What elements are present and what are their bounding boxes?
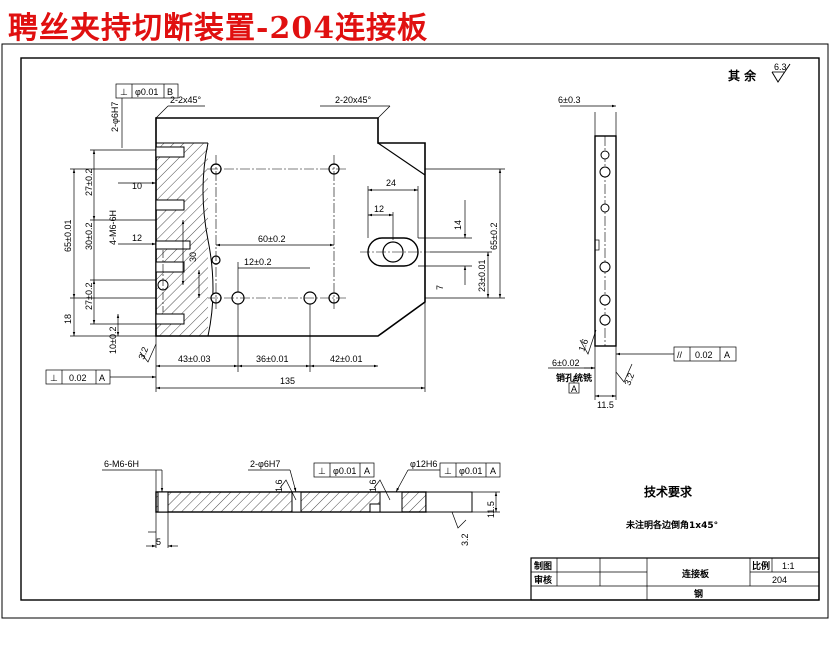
side-datum-note: 销孔统铣 — [556, 372, 592, 384]
side-rough: 3.2 — [622, 372, 636, 387]
tech-heading: 技术要求 — [644, 484, 693, 499]
dim-30: 30 — [188, 252, 198, 262]
front-outline — [155, 117, 426, 337]
bottom-rough-c: 3.2 — [460, 533, 470, 546]
thread-hole-4 — [155, 313, 185, 325]
drawing-title: 聘丝夹持切断装置-204连接板 — [8, 11, 429, 46]
dim-24: 24 — [386, 178, 396, 188]
title-scale-value: 1:1 — [782, 561, 795, 571]
dim-18: 18 — [63, 314, 73, 324]
hole-label-left: 2-φ6H7 — [110, 102, 120, 132]
bottom-tol2-value: φ0.01 — [459, 466, 482, 476]
pin-hole-left — [155, 240, 191, 250]
bottom-tol2-symbol: ⊥ — [444, 466, 452, 476]
title-scale-label: 比例 — [752, 560, 770, 572]
side-dim-6: 6±0.3 — [558, 95, 580, 105]
side-dim-11-5: 11.5 — [597, 400, 614, 410]
tech-note: 未注明各边倒角1x45° — [625, 519, 718, 531]
dim-36: 36±0.01 — [256, 354, 288, 364]
bottom-label-phi6: 2-φ6H7 — [250, 459, 280, 469]
side-datum: A — [571, 384, 577, 394]
bottom-view: 6-M6-6H 2-φ6H7 ⊥ φ0.01 A φ12H6 ⊥ φ0.01 A… — [102, 459, 501, 548]
dim-12-left: 12 — [132, 233, 142, 243]
title-checked-label: 审核 — [534, 574, 552, 586]
roughness-note: 其 余 6.3 — [728, 62, 791, 83]
bottom-rough-a: 1.6 — [274, 479, 284, 492]
dim-65-right: 65±0.2 — [489, 223, 499, 250]
dim-10-bottom: 10±0.2 — [108, 327, 118, 354]
dim-12-hole: 12±0.2 — [244, 257, 271, 267]
dim-7: 7 — [435, 285, 445, 290]
dim-30-left: 30±0.2 — [84, 223, 94, 250]
dim-135: 135 — [280, 376, 295, 386]
tol-top-symbol: ⊥ — [120, 87, 128, 97]
dim-10: 10 — [132, 181, 142, 191]
bottom-label-phi12: φ12H6 — [410, 459, 437, 469]
bottom-hatch — [156, 492, 426, 512]
bottom-tol1-symbol: ⊥ — [318, 466, 326, 476]
side-tol-symbol: // — [677, 350, 683, 360]
dim-42: 42±0.01 — [330, 354, 362, 364]
bottom-dim-11-5: 11.5 — [486, 501, 496, 518]
tol-top-datum: B — [167, 87, 173, 97]
side-tol-datum: A — [724, 350, 730, 360]
roughness-value: 6.3 — [774, 62, 787, 72]
inner-frame — [20, 57, 820, 601]
tol-bottom-value: 0.02 — [69, 373, 87, 383]
thread-hole-1 — [155, 146, 185, 158]
tol-bottom-datum: A — [99, 373, 105, 383]
title-block: 制图 审核 连接板 比例 1:1 204 钢 — [530, 557, 820, 601]
bottom-label-m6: 6-M6-6H — [104, 459, 139, 469]
title-drawn-label: 制图 — [534, 560, 552, 572]
dim-65-left: 65±0.01 — [63, 220, 73, 252]
dim-27-bottom: 27±0.2 — [84, 283, 94, 310]
chamfer-left: 2-2x45° — [170, 95, 202, 105]
dim-12-slot: 12 — [374, 204, 384, 214]
front-hatch — [156, 143, 208, 336]
side-view: 6±0.3 6±0.02 11.5 3.2 1.6 销孔统铣 A // 0.02… — [548, 95, 737, 410]
title-part-name: 连接板 — [682, 568, 710, 580]
title-material: 钢 — [694, 588, 703, 600]
tol-top-value: φ0.01 — [135, 87, 158, 97]
bottom-tol1-datum: A — [364, 466, 370, 476]
chamfer-right: 2-20x45° — [335, 95, 372, 105]
tol-bottom-symbol: ⊥ — [50, 373, 58, 383]
thread-hole-2 — [155, 199, 185, 211]
dim-4m6: 4-M6-6H — [108, 210, 118, 245]
bottom-tol2-datum: A — [490, 466, 496, 476]
side-tol-value: 0.02 — [695, 350, 713, 360]
dim-14: 14 — [453, 220, 463, 230]
side-rough-2: 1.6 — [576, 338, 590, 353]
dim-43: 43±0.03 — [178, 354, 210, 364]
outer-frame — [1, 43, 829, 619]
dim-27-top: 27±0.2 — [84, 169, 94, 196]
bottom-dim-5: 5 — [156, 537, 161, 547]
dim-23: 23±0.01 — [477, 260, 487, 292]
front-view: ⊥ φ0.01 B 2-φ6H7 2-2x45° 2-20x45° 24 12 … — [45, 83, 505, 392]
bottom-rough-b: 1.6 — [368, 479, 378, 492]
dim-60: 60±0.2 — [258, 234, 285, 244]
rough-left: 3.2 — [136, 346, 150, 361]
bottom-tol1-value: φ0.01 — [333, 466, 356, 476]
roughness-label: 其 余 — [728, 68, 757, 83]
thread-hole-3 — [155, 261, 185, 273]
side-dim-6-bottom: 6±0.02 — [552, 358, 579, 368]
tech-requirements: 技术要求 未注明各边倒角1x45° — [625, 484, 718, 531]
title-drawing-no: 204 — [772, 575, 787, 585]
